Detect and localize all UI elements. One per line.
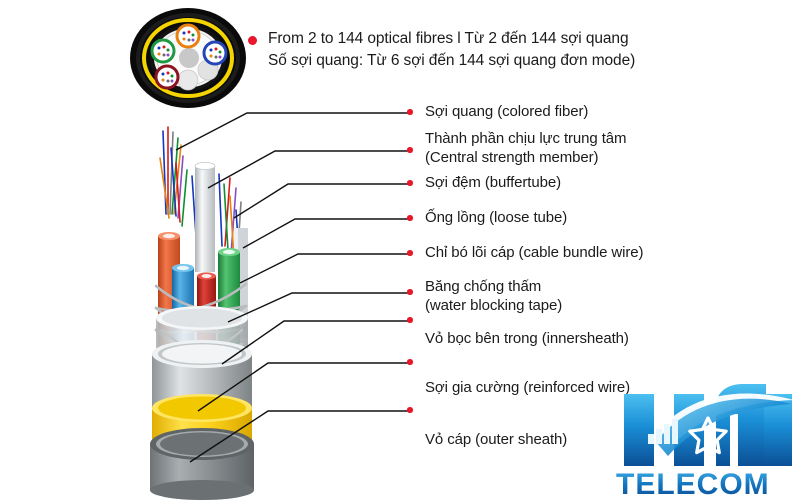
leader-dot-cable-bundle-wire [407,250,413,256]
callout-label-reinforced-wire: Sợi gia cường (reinforced wire) [425,378,630,397]
leader-dot-water-blocking-tape [407,289,413,295]
leader-central-strength-member [207,150,409,189]
leader-outer-sheath [189,410,409,463]
callout-label-water-blocking-tape-line2: (water blocking tape) [425,297,563,315]
callout-label-inner-sheath-line1: Vỏ bọc bên trong (innersheath) [425,330,629,347]
leader-dot-reinforced-wire [407,359,413,365]
cross-section-fillers [177,48,219,91]
central-strength-member [194,162,216,272]
outer-sheath [150,428,254,500]
callout-label-loose-tube: Ống lồng (loose tube) [425,208,567,227]
cross-section-loose-tubes [150,23,228,90]
cross-section-ripcord-ring [142,18,234,98]
logo-swoosh [652,393,794,454]
callout-label-cable-bundle-wire-line1: Chỉ bó lõi cáp (cable bundle wire) [425,244,644,261]
logo-letter-h [624,394,654,466]
leader-buffer-tube [233,183,409,219]
leader-dot-inner-sheath [407,317,413,323]
headline-line-1: From 2 to 144 optical fibres l Từ 2 đến … [268,30,629,47]
callout-label-central-strength-member-line1: Thành phần chịu lực trung tâm [425,130,627,147]
callout-label-outer-sheath: Vỏ cáp (outer sheath) [425,430,567,449]
callout-label-buffer-tube: Sợi đệm (buffertube) [425,173,561,192]
bullet-icon [248,36,257,45]
logo-star-icon [688,416,728,455]
leader-inner-sheath [221,320,409,365]
logo-wordmark: TELECOM [616,468,770,500]
headline-line-2: Số sợi quang: Từ 6 sợi đến 144 sợi quang… [268,52,636,69]
callout-label-reinforced-wire-line1: Sợi gia cường (reinforced wire) [425,379,631,396]
hn-telecom-logo: TELECOM [612,368,800,500]
leader-dot-loose-tube [407,215,413,221]
callout-label-central-strength-member: Thành phần chịu lực trung tâm (Central st… [425,129,627,167]
callout-label-cable-bundle-wire: Chỉ bó lõi cáp (cable bundle wire) [425,243,643,262]
cable-cross-section [130,8,246,108]
callout-label-water-blocking-tape: Băng chống thấm (water blocking tape) [425,277,562,315]
callout-label-loose-tube-line1: Ống lồng (loose tube) [425,209,568,226]
leader-dot-central-strength-member [407,147,413,153]
leader-dot-colored-fiber [407,109,413,115]
callout-label-colored-fiber: Sợi quang (colored fiber) [425,102,588,121]
callout-label-inner-sheath: Vỏ bọc bên trong (innersheath) [425,329,629,348]
leader-loose-tube [242,218,409,249]
leader-cable-bundle-wire [239,253,409,284]
leader-dot-outer-sheath [407,407,413,413]
leader-water-blocking-tape [227,292,409,323]
logo-signal-bars-icon [648,419,678,444]
callout-label-colored-fiber-line1: Sợi quang (colored fiber) [425,103,589,120]
callout-label-buffer-tube-line1: Sợi đệm (buffertube) [425,174,561,191]
callout-label-outer-sheath-line1: Vỏ cáp (outer sheath) [425,431,568,448]
leader-reinforced-wire [197,362,409,412]
callout-label-water-blocking-tape-line1: Băng chống thấm [425,278,542,295]
callout-label-central-strength-member-line2: (Central strength member) [425,149,599,167]
leader-colored-fiber [175,112,409,151]
leader-dot-buffer-tube [407,180,413,186]
headline-block: From 2 to 144 optical fibres l Từ 2 đến … [248,28,748,72]
